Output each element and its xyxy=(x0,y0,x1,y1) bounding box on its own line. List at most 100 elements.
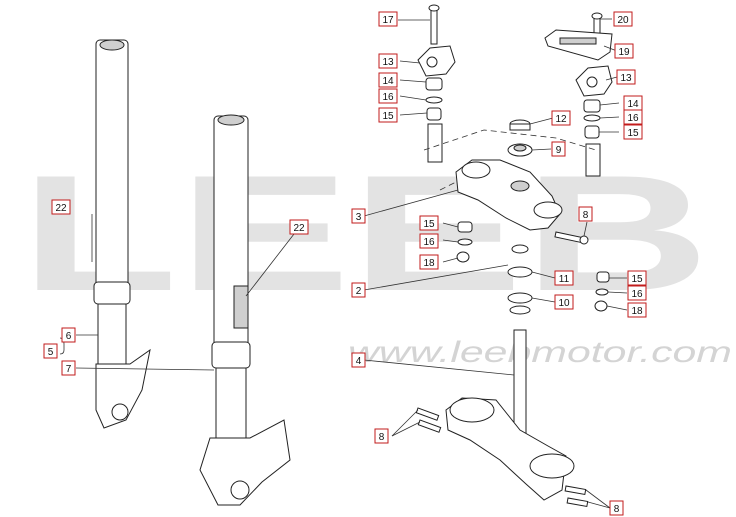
callout-number: 3 xyxy=(356,212,362,223)
steering-stem xyxy=(513,329,527,441)
callout-number: 18 xyxy=(631,306,643,317)
callout-c16c: 16 xyxy=(419,233,439,249)
callout-c13b: 13 xyxy=(616,69,636,85)
callout-c16d: 16 xyxy=(627,285,647,301)
callout-box xyxy=(627,302,647,318)
callout-box xyxy=(623,124,643,140)
callout-box xyxy=(613,11,633,27)
callout-number: 17 xyxy=(382,15,394,26)
callout-c15a: 15 xyxy=(378,107,398,123)
callout-number: 14 xyxy=(382,76,394,87)
lower-bolts-left xyxy=(415,407,442,433)
callout-c9: 9 xyxy=(551,141,566,157)
assembly-guide-line xyxy=(423,129,597,151)
bar-clamp-left xyxy=(417,45,456,77)
steering-cap xyxy=(509,119,531,131)
callout-c14a: 14 xyxy=(378,72,398,88)
callout-number: 10 xyxy=(558,298,570,309)
callout-number: 19 xyxy=(618,47,630,58)
callout-c4: 4 xyxy=(351,352,366,368)
bar-clamp-right xyxy=(575,65,613,97)
callout-c22b: 22 xyxy=(289,219,309,235)
bushing-stack-right xyxy=(583,99,601,177)
callout-c13a: 13 xyxy=(378,53,398,69)
callout-number: 13 xyxy=(382,57,394,68)
callout-number: 15 xyxy=(423,219,435,230)
clamp-cap-right xyxy=(544,29,613,61)
callout-box xyxy=(378,88,398,104)
callout-box xyxy=(351,352,366,368)
callout-box xyxy=(378,11,398,27)
callout-number: 13 xyxy=(620,73,632,84)
callout-number: 18 xyxy=(423,258,435,269)
callout-number: 16 xyxy=(382,92,394,103)
callout-box xyxy=(374,428,389,444)
callout-number: 8 xyxy=(614,504,620,515)
callout-number: 16 xyxy=(423,237,435,248)
mid-bushings-right xyxy=(594,271,610,312)
callout-c7: 7 xyxy=(61,360,76,376)
stem-washers xyxy=(507,244,533,315)
callout-c5: 5 xyxy=(43,343,58,359)
callout-c11: 11 xyxy=(554,270,574,286)
callout-box xyxy=(378,72,398,88)
callout-box xyxy=(289,219,309,235)
callout-number: 8 xyxy=(379,432,385,443)
upper-bolt-left xyxy=(428,4,440,45)
left-fork-leg xyxy=(91,39,151,429)
callout-c15c: 15 xyxy=(419,215,439,231)
callout-number: 15 xyxy=(627,128,639,139)
callout-box xyxy=(419,215,439,231)
callout-number: 12 xyxy=(555,114,567,125)
callout-number: 2 xyxy=(356,286,362,297)
callout-c17: 17 xyxy=(378,11,398,27)
callout-box xyxy=(378,107,398,123)
callout-number: 16 xyxy=(627,113,639,124)
callout-box xyxy=(616,69,636,85)
callout-number: 4 xyxy=(356,356,362,367)
callout-number: 14 xyxy=(627,99,639,110)
callout-c10: 10 xyxy=(554,294,574,310)
callout-c6: 6 xyxy=(61,327,76,343)
leader-lines xyxy=(59,18,628,509)
bushing-stack-left xyxy=(425,77,443,163)
callout-c2: 2 xyxy=(351,282,366,298)
callout-box xyxy=(419,233,439,249)
callout-c8c: 8 xyxy=(609,500,624,516)
callout-c12: 12 xyxy=(551,110,571,126)
callout-box xyxy=(627,285,647,301)
callout-box xyxy=(419,254,439,270)
callout-c20: 20 xyxy=(613,11,633,27)
upper-bolt-right xyxy=(591,12,603,39)
callout-c14b: 14 xyxy=(623,95,643,111)
callout-box xyxy=(551,141,566,157)
callout-number: 22 xyxy=(293,223,305,234)
callout-box xyxy=(351,208,366,224)
callout-number: 9 xyxy=(556,145,562,156)
callout-box xyxy=(378,53,398,69)
steering-nut xyxy=(507,143,533,157)
callout-box xyxy=(61,360,76,376)
callout-number: 7 xyxy=(66,364,72,375)
callout-number: 8 xyxy=(583,210,589,221)
callout-c22a: 22 xyxy=(51,199,71,215)
callout-c8a: 8 xyxy=(578,206,593,222)
callout-box xyxy=(61,327,76,343)
callout-c19: 19 xyxy=(614,43,634,59)
callout-c16b: 16 xyxy=(623,109,643,125)
callout-box xyxy=(609,500,624,516)
callout-number: 11 xyxy=(559,274,570,285)
callout-number: 22 xyxy=(55,203,67,214)
callout-box xyxy=(578,206,593,222)
callout-box xyxy=(614,43,634,59)
watermark-url: www.leebmotor.com xyxy=(348,336,732,369)
callout-box xyxy=(51,199,71,215)
callout-number: 5 xyxy=(48,347,54,358)
callout-box xyxy=(551,110,571,126)
callout-c15b: 15 xyxy=(623,124,643,140)
callout-number: 15 xyxy=(382,111,394,122)
assembly-guide-line xyxy=(439,179,461,191)
